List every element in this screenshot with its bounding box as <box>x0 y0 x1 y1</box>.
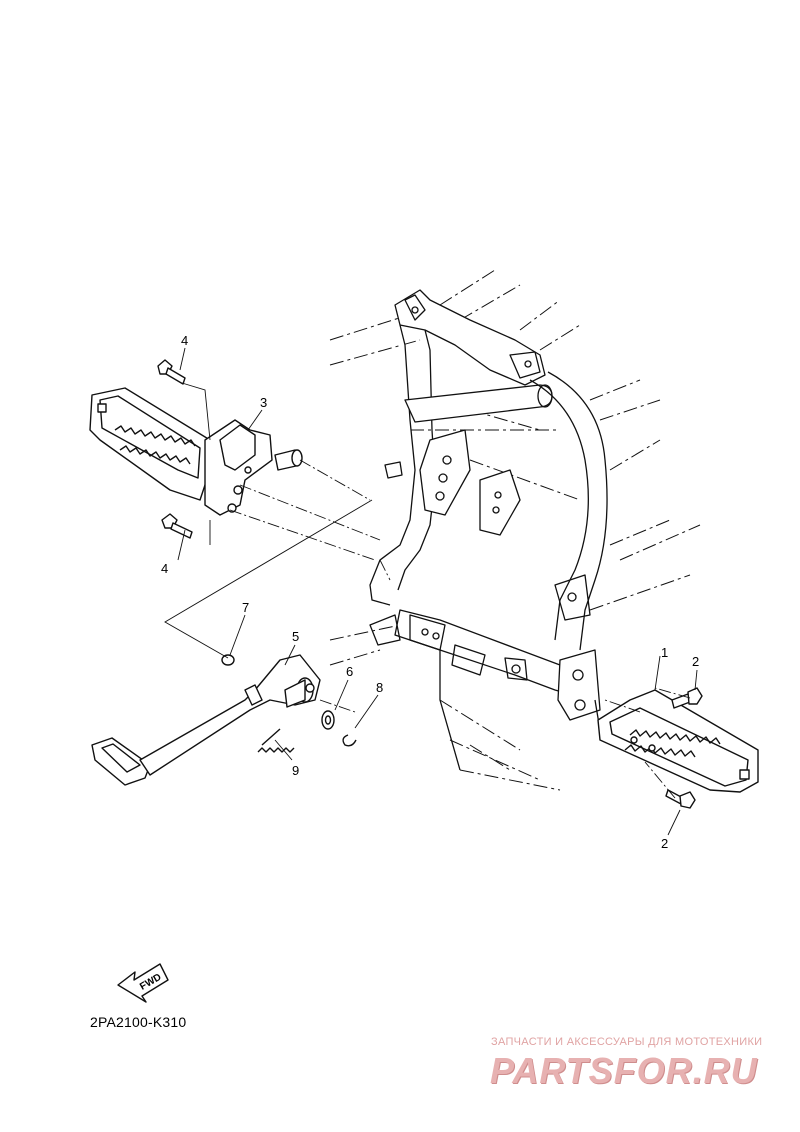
frame-assembly <box>329 269 701 791</box>
callout-9: 9 <box>292 763 299 778</box>
callout-5: 5 <box>292 629 299 644</box>
callout-6: 6 <box>346 664 353 679</box>
callout-2-bottom: 2 <box>661 836 668 851</box>
callout-8: 8 <box>376 680 383 695</box>
diagram-code: 2PA2100-K310 <box>90 1014 187 1030</box>
callout-4-bottom: 4 <box>161 561 168 576</box>
callout-4-top: 4 <box>181 333 188 348</box>
callout-3: 3 <box>260 395 267 410</box>
fwd-arrow-icon: FWD <box>117 963 169 1003</box>
right-footrest-assembly <box>597 687 759 809</box>
callout-1: 1 <box>661 645 668 660</box>
callout-2-top: 2 <box>692 654 699 669</box>
leader-lines <box>164 347 698 836</box>
part-callouts: 4 3 4 7 5 6 8 9 1 2 2 <box>161 333 699 851</box>
left-footrest-assembly <box>89 359 303 539</box>
callout-7: 7 <box>242 600 249 615</box>
watermark-logo: PARTSFOR.RU <box>490 1050 758 1091</box>
watermark-tagline: ЗАПЧАСТИ И АКСЕССУАРЫ ДЛЯ МОТОТЕХНИКИ <box>491 1036 763 1048</box>
brake-pedal-assembly <box>91 654 357 786</box>
